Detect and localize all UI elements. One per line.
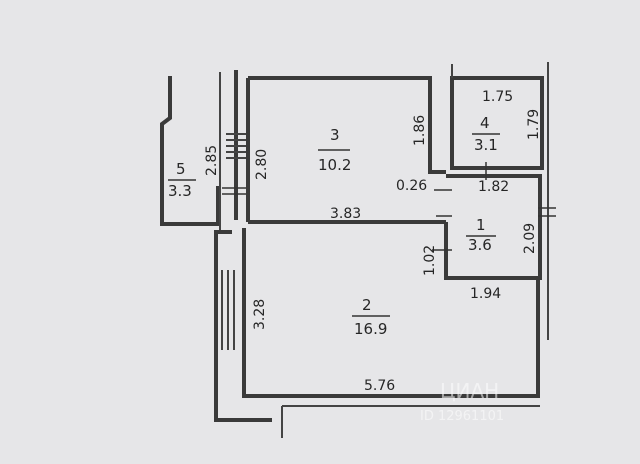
window-hatch-left [221, 270, 235, 350]
room-2-number: 2 [362, 296, 372, 314]
dim-door-gap: 0.26 [396, 178, 427, 194]
room-1-number: 1 [476, 216, 486, 234]
room2-outer-wall [214, 230, 272, 422]
room-2-area: 16.9 [354, 320, 387, 338]
room1-wall [444, 174, 542, 280]
dim-room3-bottom: 3.83 [330, 206, 361, 222]
room4-wall [450, 76, 544, 170]
room-1-area: 3.6 [468, 236, 492, 254]
balcony-wall [160, 76, 220, 226]
dim-room1-height-right: 2.09 [522, 223, 538, 254]
dimension-ticks [222, 162, 556, 251]
watermark-id: ID 12961101 [420, 409, 504, 424]
walls [160, 62, 556, 438]
dim-top-right-width: 1.75 [482, 89, 513, 105]
room-5-area: 3.3 [168, 182, 192, 200]
room3-top-wall [248, 76, 446, 174]
room-3-number: 3 [330, 126, 340, 144]
room-3-area: 10.2 [318, 156, 351, 174]
outer-right-wall [451, 62, 549, 340]
dim-balcony-height: 2.85 [204, 145, 220, 176]
dim-room2-left: 3.28 [252, 299, 268, 330]
dim-room3-left: 2.80 [254, 149, 270, 180]
room2-wall [242, 228, 540, 398]
room-5-number: 5 [176, 160, 186, 178]
watermark-brand: ЦИАН [440, 379, 499, 403]
dim-top-right-height: 1.79 [526, 109, 542, 140]
room-4-number: 4 [480, 114, 490, 132]
entrance-wall [281, 405, 540, 438]
dim-room1-bottom: 1.94 [470, 286, 501, 302]
dim-room1-width-top: 1.82 [478, 179, 509, 195]
room-4-area: 3.1 [474, 136, 498, 154]
window-hatch-top [226, 133, 246, 159]
dim-room3-right: 1.86 [412, 115, 428, 146]
dim-room2-bottom: 5.76 [364, 378, 395, 394]
dim-room1-left: 1.02 [422, 245, 438, 276]
